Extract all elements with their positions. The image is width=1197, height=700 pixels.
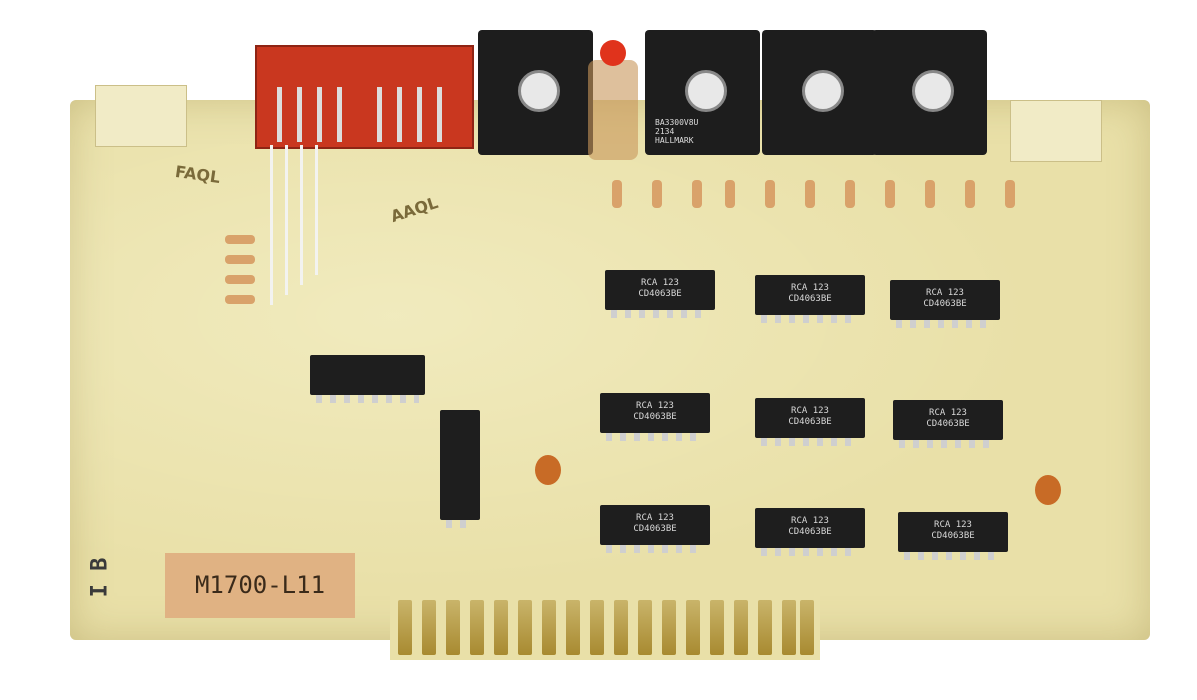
resistor xyxy=(652,180,662,208)
ic-chip-vertical xyxy=(440,410,480,528)
resistor xyxy=(925,180,935,208)
potentiometer-3 xyxy=(762,30,877,155)
board-ejector-right xyxy=(1010,100,1102,162)
gold-contact-finger xyxy=(398,600,412,655)
side-marking: I B xyxy=(87,557,113,598)
resistor xyxy=(1005,180,1015,208)
red-header-connector xyxy=(255,45,474,149)
resistor xyxy=(225,275,255,284)
resistor xyxy=(845,180,855,208)
potentiometer-1 xyxy=(478,30,593,155)
potentiometer-4 xyxy=(872,30,987,155)
resistor xyxy=(765,180,775,208)
knob-icon xyxy=(685,70,727,112)
resistor xyxy=(225,235,255,244)
resistor xyxy=(612,180,622,208)
resistor xyxy=(725,180,735,208)
ic-chip-left xyxy=(310,355,425,403)
knob-icon xyxy=(912,70,954,112)
resistor xyxy=(692,180,702,208)
resistor xyxy=(805,180,815,208)
knob-icon xyxy=(518,70,560,112)
resistor xyxy=(225,295,255,304)
knob-icon xyxy=(802,70,844,112)
board-ejector-left xyxy=(95,85,187,147)
board-part-label: M1700-L11 xyxy=(165,553,355,618)
resistor xyxy=(225,255,255,264)
sealed-component xyxy=(588,60,638,160)
capacitor xyxy=(535,455,561,485)
capacitor xyxy=(1035,475,1061,505)
resistor xyxy=(885,180,895,208)
red-led xyxy=(600,40,626,66)
edge-connector-tab xyxy=(390,590,820,660)
resistor xyxy=(965,180,975,208)
